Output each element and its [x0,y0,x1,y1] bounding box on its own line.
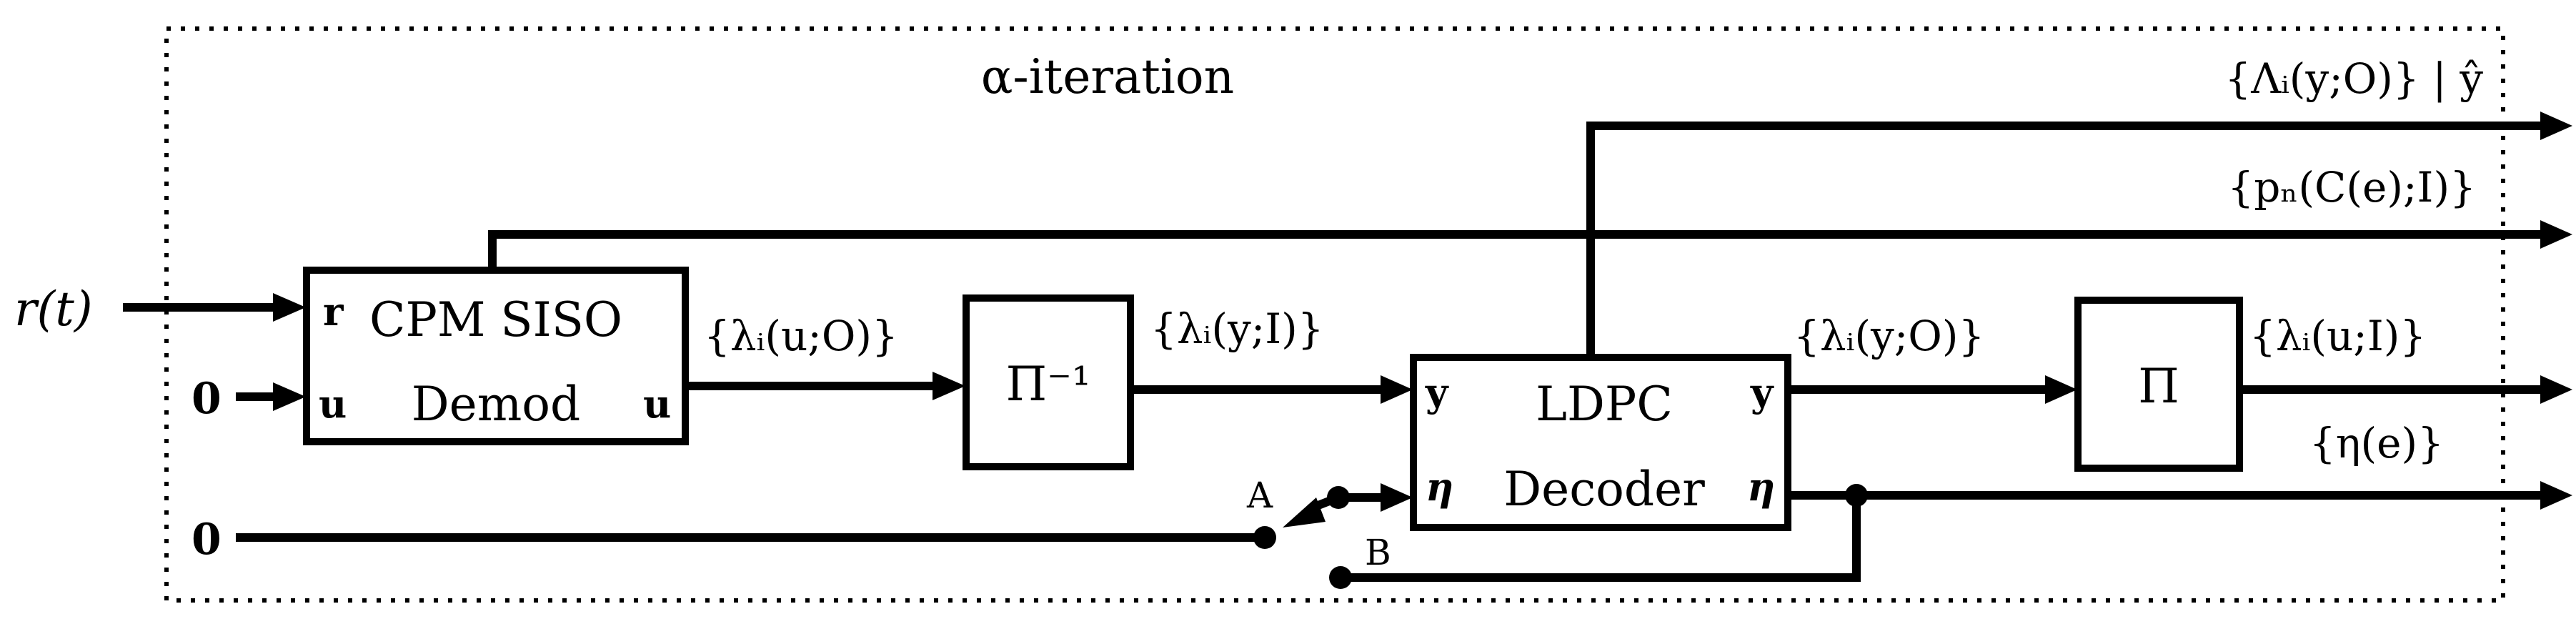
input-rt-label: r(t) [14,282,93,337]
arrow-demod-to-deinterleaver [933,372,965,400]
frame-label: α-iteration [981,49,1234,104]
deinterleaver-block [963,294,1134,470]
signal-eta-e: {η(e)} [2309,419,2444,467]
switch-blade-arrow [1283,497,1326,528]
arrow-eta-out [2540,481,2572,510]
input-zero-bottom-label: 0 [192,515,222,565]
arrow-decoder-to-interleaver [2045,375,2077,404]
arrow-deinterleaver-to-decoder [1381,375,1413,404]
wire-demod-to-pn-out [488,230,2540,270]
arrow-pn-out [2540,220,2572,249]
arrow-switch-to-decoder [1381,483,1413,512]
wire-eta-feedback-to-switch-b [1341,495,1861,582]
interleaver-label: Π [2138,359,2179,414]
iteration-frame [164,26,2505,603]
decoder-label-line2: Decoder [1503,462,1705,517]
decoder-port-y-out: y [1750,370,1774,415]
arrow-lambda-out [2540,112,2572,140]
decoder-port-y-in: y [1425,370,1449,415]
signal-p-n: {pₙ(C(e);I)} [2227,163,2476,212]
signal-lambda-u-o: {λᵢ(u;O)} [704,312,898,360]
switch-node-a [1253,526,1276,549]
ldpc-decoder-block [1410,354,1791,531]
input-zero-top-label: 0 [192,374,222,424]
signal-lambda-u-i: {λᵢ(u;I)} [2249,312,2426,360]
signal-lambda-y-i: {λᵢ(y;I)} [1150,304,1324,353]
arrow-rt-in [273,293,306,322]
deinterleaver-label: Π⁻¹ [1006,357,1091,412]
switch-label-a: A [1246,475,1273,516]
switch-node-b [1329,566,1352,589]
decoder-port-eta-out: η [1747,464,1775,510]
demod-port-u-out: u [643,381,671,427]
arrow-interleaver-out [2540,375,2572,404]
signal-lambda-y-o: {λᵢ(y;O)} [1794,312,1984,360]
decoder-label-line1: LDPC [1536,377,1673,432]
interleaver-block [2074,297,2243,472]
demod-label-line2: Demod [412,377,581,432]
decoder-port-eta-in: η [1426,464,1453,510]
demod-port-r: r [323,289,344,335]
signal-big-lambda-y-o: {Λᵢ(y;O)} | ŷ [2224,54,2483,103]
switch-label-b: B [1365,532,1391,573]
demod-port-u-in: u [319,381,347,427]
arrow-zero-u-in [273,382,306,411]
wire-decoder-to-lambda-out [1586,122,2540,357]
demod-label-line1: CPM SISO [369,292,622,347]
